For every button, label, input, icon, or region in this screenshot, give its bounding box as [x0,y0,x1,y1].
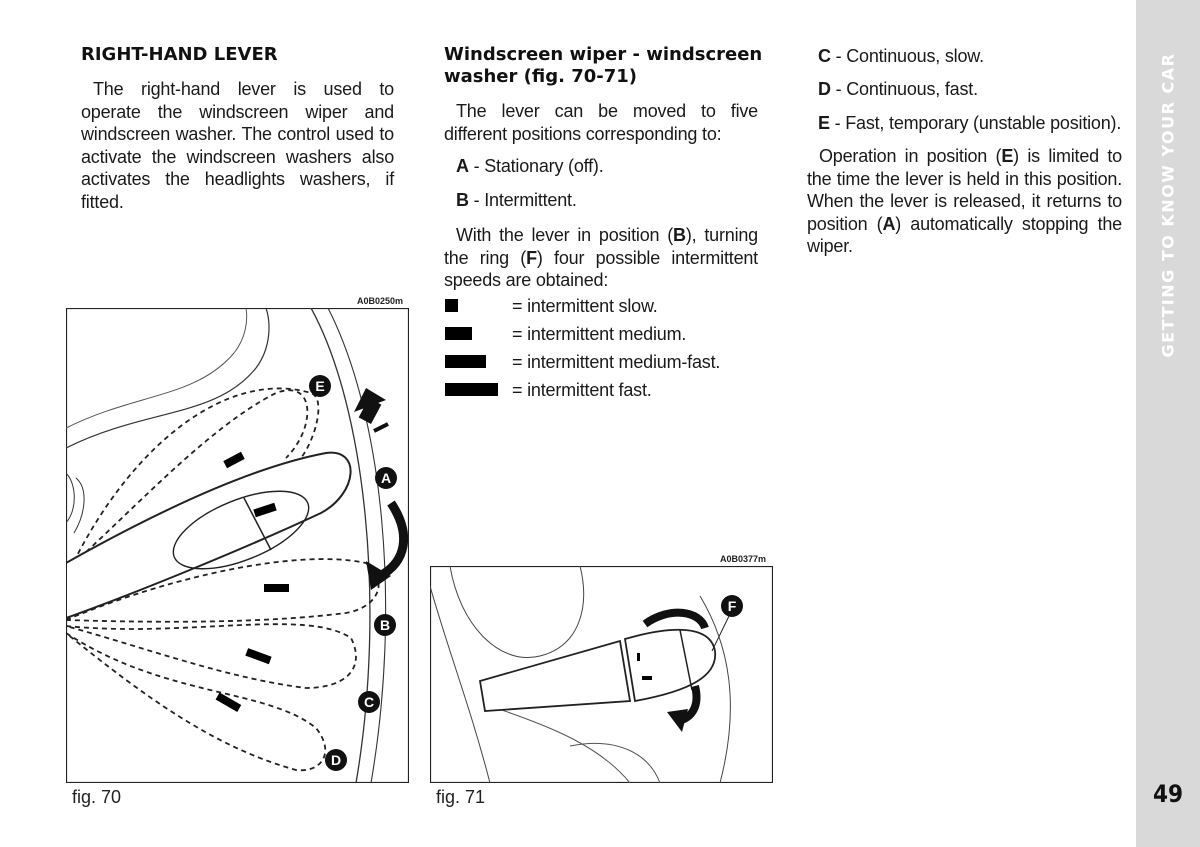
fig70-marker-a: A [381,470,391,486]
wiper-heading-line2: washer (fig. 70-71) [444,66,638,87]
position-c-item: C - Continuous, slow. [818,45,984,68]
ring-key-f: F [526,247,537,268]
right-hand-lever-paragraph: The right-hand lever is used to operate … [81,79,394,212]
position-e-text: - Fast, temporary (unstable position). [829,113,1122,133]
position-c-text: - Continuous, slow. [830,46,984,66]
fig70-marker-c: C [364,694,374,710]
speed-medium-bar [445,327,472,340]
position-a-item: A - Stationary (off). [456,155,604,178]
fig71-caption: fig. 71 [436,787,486,807]
speed-medium-label: = intermittent medium. [512,324,687,344]
fig71-marker-f: F [728,598,737,614]
fig70-code: A0B0250m [357,296,404,306]
position-e-item: E - Fast, temporary (unstable position). [818,112,1121,135]
right-hand-lever-heading: RIGHT-HAND LEVER [81,44,278,65]
fig71-lever-illustration: F [430,566,773,783]
speed-slow-bar [445,299,458,312]
position-c-key: C [818,46,831,66]
position-b-key: B [456,190,469,210]
speed-fast-bar [445,383,498,396]
ring-text-2: ), turning the ring ( [444,225,758,268]
speed-medium-fast-bar [445,355,486,368]
ring-text-1: With the lever in position ( [456,225,674,245]
op-key-e: E [1001,146,1014,166]
position-d-text: - Continuous, fast. [830,79,978,99]
section-sidebar [1136,0,1200,847]
wiper-heading-line1: Windscreen wiper - windscreen [444,44,763,65]
position-a-key: A [456,156,469,176]
fig70-marker-b: B [380,617,390,633]
fig71-code: A0B0377m [720,554,767,564]
fig70-caption: fig. 70 [72,787,122,807]
position-e-key: E [818,113,830,133]
page-number: 49 [1152,780,1184,808]
op-text-3: ) automatically stopping the wiper. [807,213,1122,257]
op-text-1: Operation in position ( [819,146,1002,166]
ring-key-b: B [673,225,686,245]
wiper-washer-heading: Windscreen wiper - windscreen washer (fi… [444,44,764,88]
position-d-key: D [818,79,831,99]
position-d-item: D - Continuous, fast. [818,78,978,101]
op-text-2: ) is limited to the time the lever is he… [807,146,1122,234]
fig70-marker-e: E [315,378,324,394]
speed-fast-label: = intermittent fast. [512,380,652,400]
position-b-item: B - Intermittent. [456,189,577,212]
position-b-text: - Intermittent. [468,190,577,210]
section-title: GETTING TO KNOW YOUR CAR [1158,52,1178,358]
ring-text-3: ) four possible intermittent speeds are … [444,247,758,291]
lever-positions-intro: The lever can be moved to five different… [444,101,758,144]
position-a-text: - Stationary (off). [468,156,604,176]
op-key-a: A [882,213,896,234]
speed-slow-label: = intermittent slow. [512,296,658,316]
fig70-lever-illustration: E A B C D [66,308,409,783]
ring-speeds-paragraph: With the lever in position (B), turning … [444,224,758,292]
operation-e-paragraph: Operation in position (E) is limited to … [807,145,1122,258]
fig70-marker-d: D [331,752,341,768]
speed-medium-fast-label: = intermittent medium-fast. [512,352,721,372]
